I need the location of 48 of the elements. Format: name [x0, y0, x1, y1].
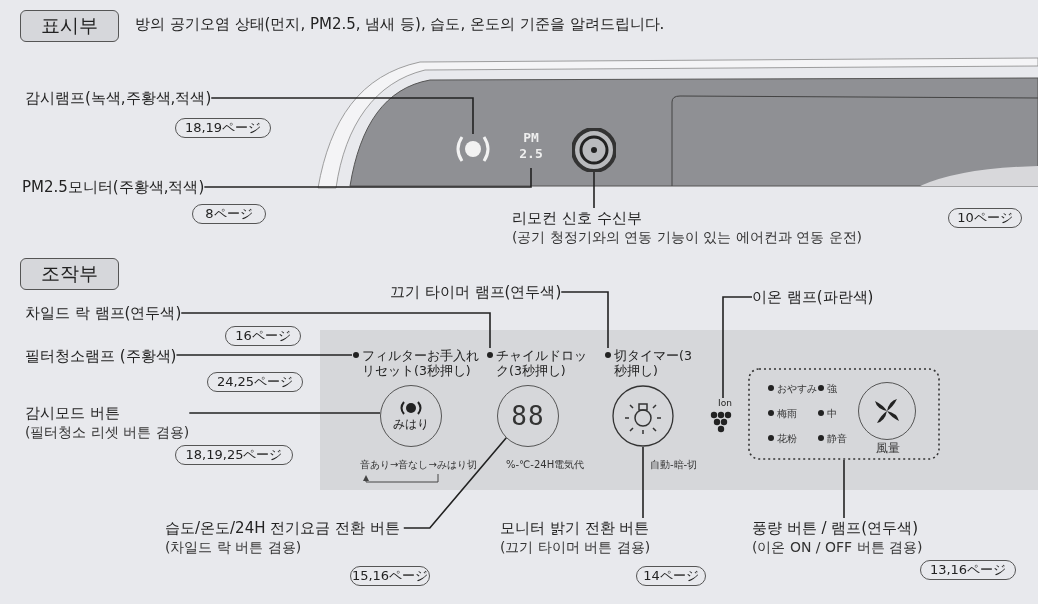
page-reference: 15,16ページ: [350, 566, 430, 586]
description-text: 방의 공기오염 상태(먼지, PM2.5, 냄새 등), 습도, 온도의 기준을 알려드립니다.: [135, 15, 665, 34]
callout-note: (끄기 타이머 버튼 겸용): [500, 538, 651, 557]
leader-line: [188, 412, 381, 414]
lamp-label: 切タイマー(3秒押し): [604, 348, 696, 378]
section-heading: 조작부: [20, 258, 119, 290]
callout-title: 끄기 타이머 램프(연두색): [390, 282, 562, 302]
lamp-label: チャイルドロック(3秒押し): [486, 348, 598, 378]
callout-note: (공기 청정기와의 연동 기능이 있는 에어컨과 연동 운전): [512, 228, 864, 247]
leader-line: [593, 171, 595, 209]
callout-title: 이온 램프(파란색): [752, 287, 874, 307]
callout-note: (이온 ON / OFF 버튼 겸용): [752, 538, 924, 557]
lamp-label: 中: [818, 407, 837, 421]
segment-display: 88: [511, 401, 545, 431]
lamp-label: フィルターお手入れリセット(3秒押し): [352, 348, 480, 378]
leader-line: [843, 459, 845, 519]
button-text: みはり: [393, 415, 429, 433]
mode-sequence-text: 自動-暗-切: [650, 458, 698, 472]
callout-title: 리모컨 신호 수신부: [512, 208, 643, 228]
lamp-label: おやすみ: [768, 382, 817, 396]
callout-title: 모니터 밝기 전환 버튼: [500, 518, 651, 538]
leader-line: [210, 97, 474, 135]
callout-title: 필터청소램프 (주황색): [25, 346, 177, 366]
pm-indicator: PM 2.5: [514, 130, 548, 168]
callout-title: 차일드 락 램프(연두색): [25, 303, 182, 323]
ion-text: Ion: [718, 398, 732, 408]
lamp-label: 静音: [818, 432, 847, 446]
callout-title: 풍량 버튼 / 램프(연두색): [752, 518, 920, 538]
callout-note: (필터청소 리셋 버튼 겸용): [25, 423, 190, 442]
callout-title: 감시램프(녹색,주황색,적색): [25, 88, 212, 108]
callout-title: PM2.5모니터(주황색,적색): [22, 177, 205, 197]
leader-line: [203, 167, 532, 188]
lamp-label: 花粉: [768, 432, 797, 446]
mode-sequence-text: %-℃-24H電気代: [506, 458, 585, 472]
leader-line: [175, 354, 353, 356]
leader-line: [722, 296, 753, 399]
leader-line: [402, 436, 508, 529]
lamp-label: 強: [818, 382, 837, 396]
leader-line: [560, 291, 609, 349]
section-heading: 표시부: [20, 10, 119, 42]
callout-note: (차일드 락 버튼 겸용): [165, 538, 303, 557]
mode-sequence-text: 音あり→音なし→みはり切: [360, 458, 477, 472]
callout-title: 습도/온도/24H 전기요금 전환 버튼: [165, 518, 400, 538]
lamp-label: 梅雨: [768, 407, 797, 421]
callout-title: 감시모드 버튼: [25, 403, 121, 423]
leader-line: [642, 446, 644, 519]
button-caption: 風量: [876, 440, 900, 457]
leader-line: [180, 312, 491, 349]
